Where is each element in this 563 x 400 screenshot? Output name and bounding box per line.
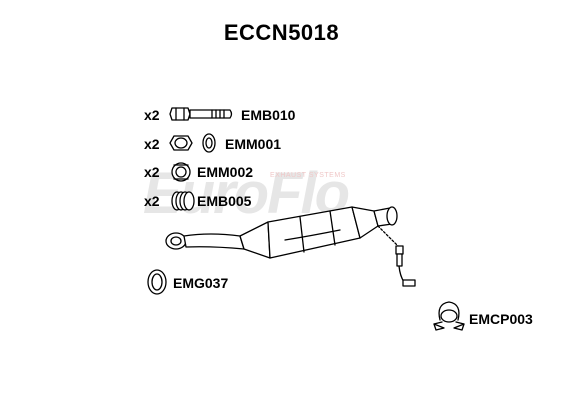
label-emb010: EMB010 — [241, 107, 296, 123]
label-emm002: EMM002 — [197, 164, 254, 180]
catalytic-converter-icon — [165, 206, 398, 259]
bolt-icon — [169, 107, 233, 121]
nut-washer-icon — [169, 133, 216, 153]
nut-icon — [171, 162, 191, 182]
label-emg037: EMG037 — [173, 275, 229, 291]
gasket-ring-icon — [147, 269, 167, 295]
watermark-tagline: EXHAUST SYSTEMS — [270, 172, 346, 179]
page-title: ECCN5018 — [223, 20, 340, 45]
qty-emb005: x2 — [144, 193, 160, 209]
label-emm001: EMM001 — [225, 136, 282, 152]
oxygen-sensor-icon — [377, 225, 416, 287]
label-emcp003: EMCP003 — [469, 311, 533, 327]
clamp-icon — [433, 301, 465, 331]
label-emb005: EMB005 — [197, 193, 252, 209]
qty-emm001: x2 — [144, 136, 160, 152]
spring-icon — [171, 191, 195, 211]
qty-emb010: x2 — [144, 107, 160, 123]
qty-emm002: x2 — [144, 164, 160, 180]
